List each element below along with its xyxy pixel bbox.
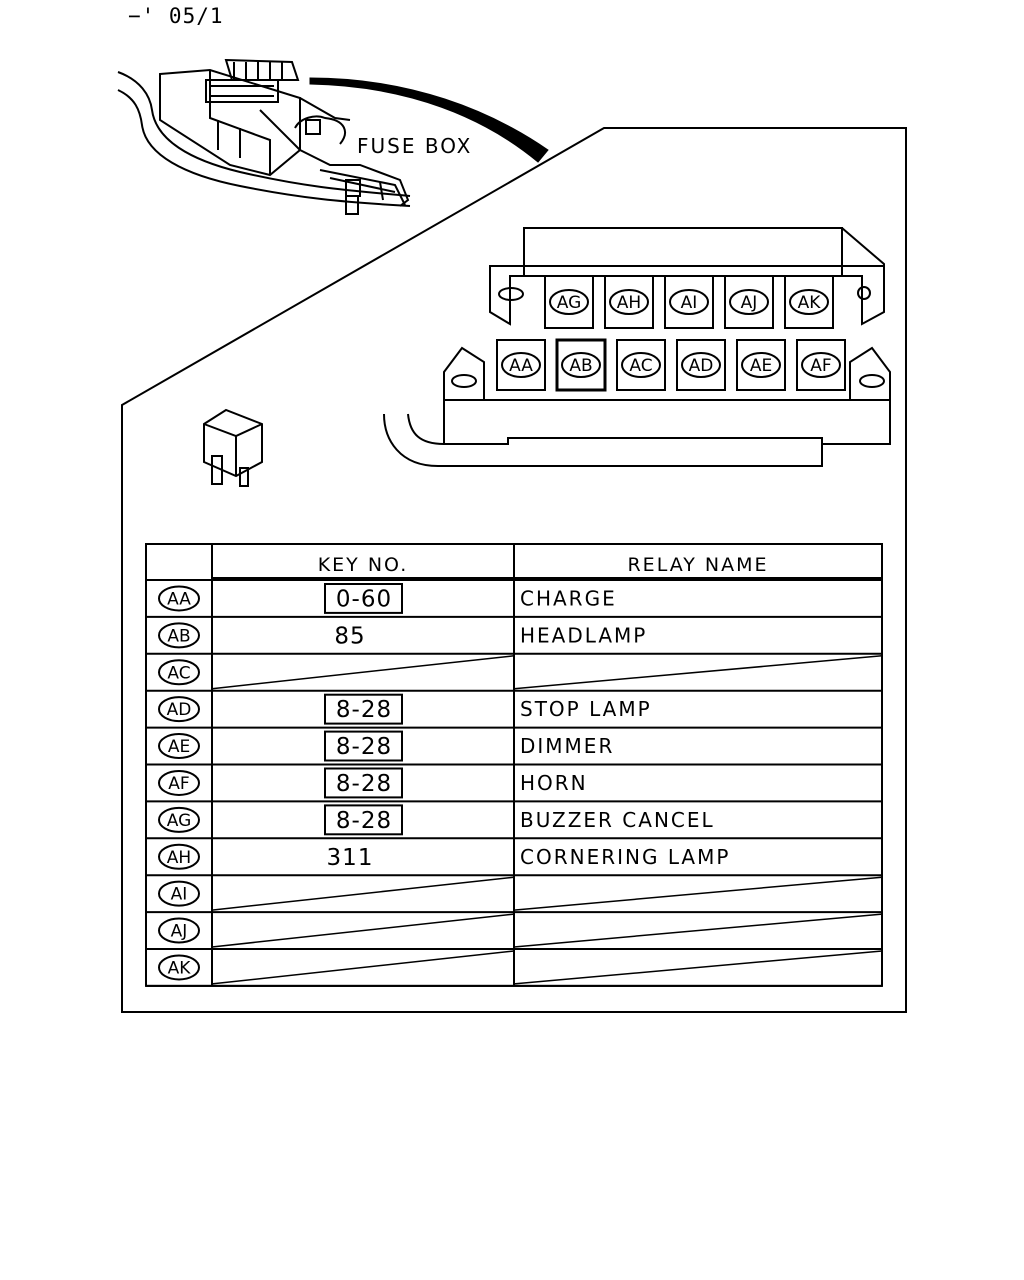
- table-row: AC: [146, 655, 883, 692]
- row-code-label: AH: [167, 848, 191, 868]
- key-no-box: [324, 804, 403, 836]
- row-code-label: AG: [167, 811, 192, 831]
- key-no-box: [324, 730, 403, 762]
- row-code-aa: AA: [158, 585, 200, 612]
- slot-label: AC: [629, 356, 652, 376]
- row-code-ah: AH: [158, 843, 200, 870]
- key-no: 8-28: [336, 808, 392, 834]
- key-no: 8-28: [336, 734, 392, 760]
- row-code-label: AK: [168, 958, 192, 978]
- empty-cell-slash: [211, 655, 515, 690]
- page-code: −' 05/1: [128, 4, 224, 28]
- row-code-label: AI: [171, 885, 188, 905]
- slot-label: AG: [557, 293, 582, 313]
- slot-ad: AD: [681, 352, 721, 378]
- table-row: AJ: [146, 913, 883, 950]
- callout-arrow: [309, 77, 549, 163]
- row-code-aj: AJ: [158, 917, 200, 944]
- slot-label: AJ: [741, 293, 758, 313]
- slot-label: AF: [810, 356, 831, 376]
- fuse-box-illustration: [117, 58, 411, 215]
- relay-slot-labels: AG AH AI AJ AK AA AB AC AD AE AF: [501, 289, 841, 378]
- key-no: 85: [334, 623, 365, 649]
- relay-name: CHARGE: [520, 586, 617, 610]
- slot-ab: AB: [561, 352, 601, 378]
- table-row: AB 85 HEADLAMP: [146, 622, 882, 655]
- slot-ak: AK: [789, 289, 829, 315]
- empty-cell-slash: [513, 876, 883, 911]
- relay-table: KEY NO. RELAY NAME AA 0-60 CHARGE AB 85 HEADLAM…: [145, 543, 883, 987]
- row-code-label: AF: [168, 774, 189, 794]
- empty-cell-slash: [513, 655, 883, 690]
- relay-block: [383, 227, 891, 467]
- slot-ac: AC: [621, 352, 661, 378]
- relay-name: BUZZER CANCEL: [520, 808, 715, 832]
- row-code-label: AD: [167, 700, 192, 720]
- key-no-box: [324, 767, 403, 799]
- empty-cell-slash: [513, 913, 883, 948]
- fuse-box-label: FUSE BOX: [357, 134, 472, 158]
- relay-name: HORN: [520, 771, 588, 795]
- slot-label: AK: [798, 293, 822, 313]
- slot-aa: AA: [501, 352, 541, 378]
- relay-unit-icon: [203, 408, 263, 487]
- slot-label: AI: [681, 293, 698, 313]
- header-key-no: KEY NO.: [318, 554, 409, 576]
- slot-ah: AH: [609, 289, 649, 315]
- row-code-label: AJ: [171, 922, 188, 942]
- table-row: AK: [146, 950, 883, 987]
- slot-ae: AE: [741, 352, 781, 378]
- table-row: AE 8-28 DIMMER: [146, 730, 882, 766]
- slot-aj: AJ: [729, 289, 769, 315]
- table-row: AG 8-28 BUZZER CANCEL: [146, 804, 882, 840]
- row-code-label: AB: [167, 626, 190, 646]
- empty-cell-slash: [211, 950, 515, 985]
- slot-label: AD: [689, 356, 714, 376]
- empty-cell-slash: [211, 876, 515, 911]
- row-code-ad: AD: [158, 696, 200, 723]
- row-code-af: AF: [158, 769, 200, 796]
- slot-label: AB: [569, 356, 592, 376]
- slot-ai: AI: [669, 289, 709, 315]
- row-code-ak: AK: [158, 954, 200, 981]
- table-row: AH 311 CORNERING LAMP: [146, 843, 882, 877]
- detail-frame: [121, 127, 907, 1013]
- key-no-box: [324, 583, 403, 614]
- slot-label: AA: [509, 356, 533, 376]
- empty-cell-slash: [513, 950, 883, 985]
- row-code-label: AE: [168, 737, 190, 757]
- table-row: AD 8-28 STOP LAMP: [146, 693, 882, 729]
- relay-name: DIMMER: [520, 734, 614, 758]
- key-no: 311: [327, 845, 374, 871]
- key-no: 0-60: [336, 586, 392, 612]
- table-row: AI: [146, 876, 883, 914]
- table-row: AA 0-60 CHARGE: [146, 583, 882, 618]
- key-no-box: [324, 693, 403, 725]
- relay-name: CORNERING LAMP: [520, 845, 730, 869]
- row-code-ae: AE: [158, 733, 200, 760]
- key-no: 8-28: [336, 697, 392, 723]
- slot-af: AF: [801, 352, 841, 378]
- row-code-ai: AI: [158, 880, 200, 907]
- row-code-ag: AG: [158, 806, 200, 833]
- row-code-ab: AB: [158, 622, 200, 649]
- slot-label: AH: [617, 293, 641, 313]
- relay-name: STOP LAMP: [520, 697, 652, 721]
- key-no: 8-28: [336, 771, 392, 797]
- relay-name: HEADLAMP: [520, 623, 647, 647]
- row-code-label: AA: [167, 589, 191, 609]
- empty-cell-slash: [211, 913, 515, 948]
- header-relay-name: RELAY NAME: [627, 554, 768, 576]
- row-code-label: AC: [167, 663, 190, 683]
- slot-ag: AG: [549, 289, 589, 315]
- table-row: AF 8-28 HORN: [146, 767, 882, 803]
- row-code-ac: AC: [158, 659, 200, 686]
- slot-label: AE: [750, 356, 772, 376]
